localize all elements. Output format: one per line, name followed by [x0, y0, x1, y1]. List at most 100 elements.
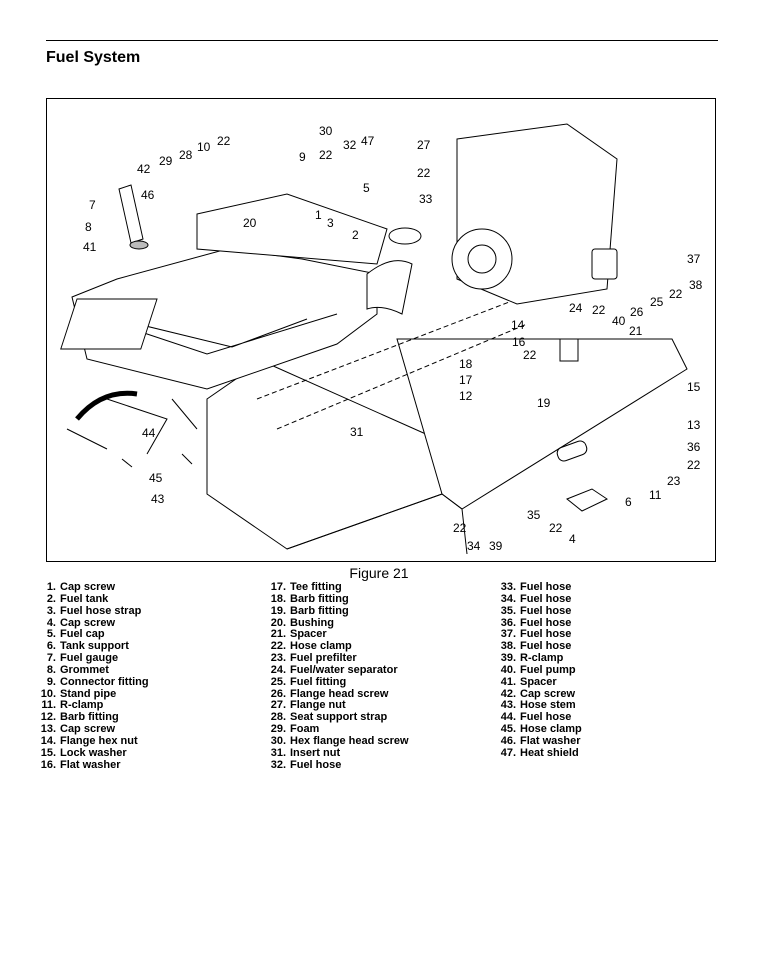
parts-list-item: 16.Flat washer [40, 758, 121, 771]
callout-26: 26 [630, 305, 644, 319]
parts-list-item: 26.Flange head screw [270, 687, 389, 700]
callout-44: 44 [142, 426, 156, 440]
parts-list-item: 8.Grommet [46, 663, 109, 676]
parts-list-item: 12.Barb fitting [40, 711, 119, 724]
callout-21: 21 [629, 324, 643, 338]
callout-9: 9 [299, 150, 306, 164]
parts-list-item: 32.Fuel hose [270, 758, 342, 771]
callout-34: 34 [467, 539, 481, 553]
fuel-pump-shape [559, 338, 579, 362]
parts-list-item: 3.Fuel hose strap [46, 604, 142, 617]
callout-22i: 22 [549, 521, 563, 535]
callout-1: 1 [315, 208, 322, 222]
callout-20: 20 [243, 216, 257, 230]
parts-list-item: 41.Spacer [500, 675, 557, 688]
callout-28: 28 [179, 148, 193, 162]
parts-list-item: 30.Hex flange head screw [270, 734, 409, 747]
parts-list-item: 40.Fuel pump [500, 663, 576, 676]
callout-2: 2 [352, 228, 359, 242]
fuel-system-diagram: 30 22 9 22 32 47 27 10 28 29 42 22 5 7 4… [60, 123, 703, 555]
top-rule [46, 40, 718, 41]
parts-list-item: 4.Cap screw [46, 616, 116, 629]
parts-list-item: 21.Spacer [270, 628, 327, 641]
callout-8: 8 [85, 220, 92, 234]
parts-list-column-1: 1.Cap screw 2.Fuel tank 3.Fuel hose stra… [38, 581, 149, 772]
callout-10: 10 [197, 140, 211, 154]
callout-27: 27 [417, 138, 431, 152]
parts-list-item: 29.Foam [270, 723, 320, 736]
callout-37: 37 [687, 252, 701, 266]
callout-22f: 22 [523, 348, 537, 362]
callout-33: 33 [419, 192, 433, 206]
callout-31: 31 [350, 425, 364, 439]
parts-list-item: 24.Fuel/water separator [270, 663, 398, 676]
hose-stem [121, 453, 193, 468]
fuel-hose-44 [75, 390, 138, 421]
callout-36: 36 [687, 440, 701, 454]
parts-list-item: 17.Tee fitting [270, 581, 342, 593]
parts-list-column-3: 33.Fuel hose 34.Fuel hose 35.Fuel hose 3… [498, 581, 582, 760]
callout-22b: 22 [319, 148, 333, 162]
callout-5: 5 [363, 181, 370, 195]
engine-flywheel [451, 228, 513, 290]
parts-list-item: 19.Barb fitting [270, 604, 349, 617]
callout-41: 41 [83, 240, 97, 254]
callout-13: 13 [687, 418, 701, 432]
parts-list-item: 7.Fuel gauge [46, 652, 119, 665]
parts-list-item: 36.Fuel hose [500, 616, 572, 629]
parts-list-item: 44.Fuel hose [500, 711, 572, 724]
callout-24: 24 [569, 301, 583, 315]
fuel-cap-shape [388, 227, 422, 245]
callout-22c: 22 [417, 166, 431, 180]
parts-list-item: 5.Fuel cap [46, 628, 105, 641]
parts-list-item: 2.Fuel tank [46, 592, 109, 605]
tank-panel [60, 298, 158, 350]
parts-list-item: 10.Stand pipe [40, 687, 117, 700]
parts-list-item: 46.Flat washer [500, 734, 581, 747]
callout-15: 15 [687, 380, 701, 394]
grommet-shape [129, 240, 149, 250]
heat-shield-outline [196, 193, 388, 265]
callout-30: 30 [319, 124, 333, 138]
figure-frame: 30 22 9 22 32 47 27 10 28 29 42 22 5 7 4… [46, 98, 716, 562]
parts-list-item: 34.Fuel hose [500, 592, 572, 605]
parts-list-item: 31.Insert nut [270, 746, 341, 759]
parts-list-item: 9.Connector fitting [46, 675, 149, 688]
callout-40: 40 [612, 314, 626, 328]
parts-list-item: 43.Hose stem [500, 699, 576, 712]
figure-caption: Figure 21 [349, 565, 409, 581]
callout-6: 6 [625, 495, 632, 509]
callout-3: 3 [327, 216, 334, 230]
parts-list-item: 6.Tank support [46, 640, 129, 653]
fuel-water-separator-shape [591, 248, 618, 280]
callout-35: 35 [527, 508, 541, 522]
parts-list-item: 39.R-clamp [500, 652, 564, 665]
callout-22a: 22 [217, 134, 231, 148]
callout-22e: 22 [592, 303, 606, 317]
engine-flywheel-hub [467, 244, 497, 274]
callout-25: 25 [650, 295, 664, 309]
parts-list-item: 28.Seat support strap [270, 711, 388, 724]
callout-16: 16 [512, 335, 526, 349]
parts-list-item: 27.Flange nut [270, 699, 346, 712]
callout-17: 17 [459, 373, 473, 387]
filler-neck [366, 260, 413, 315]
callout-19: 19 [537, 396, 551, 410]
callout-18: 18 [459, 357, 473, 371]
callout-4: 4 [569, 532, 576, 546]
parts-list-item: 22.Hose clamp [270, 640, 352, 653]
parts-list-item: 33.Fuel hose [500, 581, 572, 593]
callout-45: 45 [149, 471, 163, 485]
parts-list-item: 20.Bushing [270, 616, 334, 629]
frame-rail-right [396, 338, 688, 510]
parts-list-item: 45.Hose clamp [500, 723, 582, 736]
parts-list-item: 23.Fuel prefilter [270, 652, 357, 665]
callout-23: 23 [667, 474, 681, 488]
parts-list-item: 13.Cap screw [40, 723, 116, 736]
callout-47: 47 [361, 134, 375, 148]
callout-14: 14 [511, 318, 525, 332]
parts-list-item: 11.R-clamp [41, 699, 104, 712]
parts-list-item: 42.Cap screw [500, 687, 576, 700]
callout-29: 29 [159, 154, 173, 168]
parts-list-item: 14.Flange hex nut [40, 734, 138, 747]
